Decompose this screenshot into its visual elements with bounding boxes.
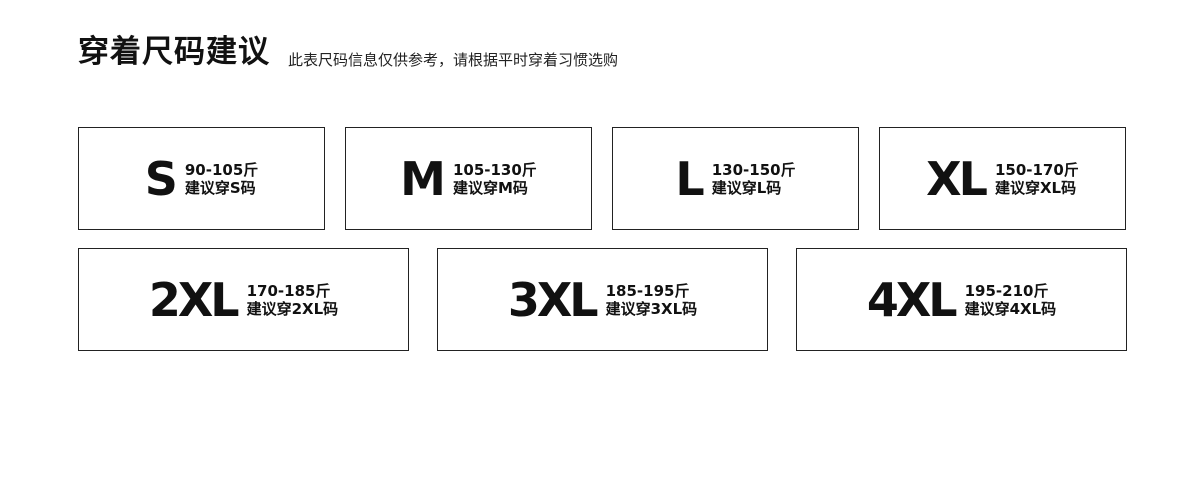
size-info: 185-195斤 建议穿3XL码 <box>606 282 698 318</box>
size-info: 130-150斤 建议穿L码 <box>712 161 796 197</box>
size-code: S <box>144 151 178 206</box>
size-weight-range: 90-105斤 <box>184 160 259 179</box>
size-weight-range: 185-195斤 <box>605 281 690 300</box>
size-weight-range: 170-185斤 <box>246 281 331 300</box>
size-card-3xl: 3XL 185-195斤 建议穿3XL码 <box>437 248 768 351</box>
size-weight-range: 195-210斤 <box>964 281 1049 300</box>
size-advice: 建议穿S码 <box>184 178 256 197</box>
size-card-2xl: 2XL 170-185斤 建议穿2XL码 <box>78 248 409 351</box>
size-card-m: M 105-130斤 建议穿M码 <box>345 127 592 230</box>
size-advice: 建议穿3XL码 <box>605 299 698 318</box>
size-info: 195-210斤 建议穿4XL码 <box>965 282 1057 318</box>
size-code: 3XL <box>507 272 599 327</box>
size-code: 4XL <box>866 272 958 327</box>
size-info: 170-185斤 建议穿2XL码 <box>247 282 339 318</box>
size-card-xl: XL 150-170斤 建议穿XL码 <box>879 127 1126 230</box>
size-code: 2XL <box>148 272 240 327</box>
size-info: 90-105斤 建议穿S码 <box>185 161 258 197</box>
size-code: M <box>400 151 446 206</box>
size-card-s: S 90-105斤 建议穿S码 <box>78 127 325 230</box>
size-advice: 建议穿4XL码 <box>964 299 1057 318</box>
size-row-bottom: 2XL 170-185斤 建议穿2XL码 3XL 185-195斤 建议穿3XL… <box>78 248 1127 351</box>
size-advice: 建议穿L码 <box>711 178 782 197</box>
size-weight-range: 130-150斤 <box>711 160 796 179</box>
size-code: L <box>675 151 704 206</box>
page-subtitle: 此表尺码信息仅供参考，请根据平时穿着习惯选购 <box>288 51 619 69</box>
size-weight-range: 150-170斤 <box>994 160 1079 179</box>
page-title: 穿着尺码建议 <box>78 34 270 70</box>
size-weight-range: 105-130斤 <box>452 160 537 179</box>
size-guide-header: 穿着尺码建议 此表尺码信息仅供参考，请根据平时穿着习惯选购 <box>78 32 618 72</box>
size-advice: 建议穿2XL码 <box>246 299 339 318</box>
size-code: XL <box>926 151 988 206</box>
size-row-top: S 90-105斤 建议穿S码 M 105-130斤 建议穿M码 L 130-1… <box>78 127 1126 230</box>
size-advice: 建议穿XL码 <box>994 178 1077 197</box>
size-advice: 建议穿M码 <box>452 178 528 197</box>
size-info: 150-170斤 建议穿XL码 <box>995 161 1079 197</box>
size-info: 105-130斤 建议穿M码 <box>453 161 537 197</box>
size-card-4xl: 4XL 195-210斤 建议穿4XL码 <box>796 248 1127 351</box>
size-card-l: L 130-150斤 建议穿L码 <box>612 127 859 230</box>
